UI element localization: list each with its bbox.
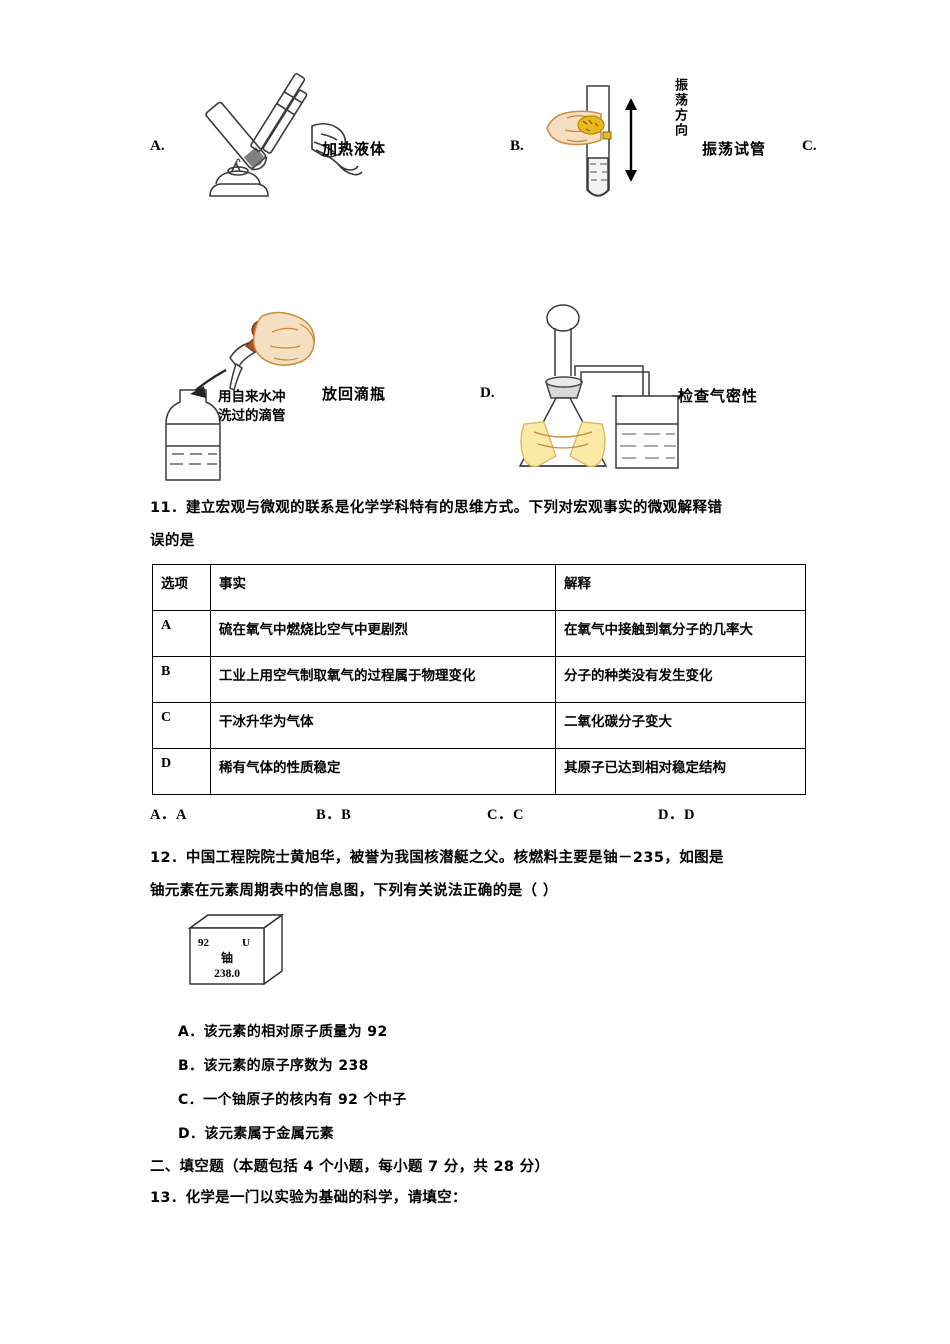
figure-option-d: D. bbox=[480, 290, 840, 480]
question-11-line2: 误的是 bbox=[150, 533, 195, 549]
figure-c-note-line1: 用自来水冲 bbox=[218, 389, 286, 405]
table-row: B 工业上用空气制取氧气的过程属于物理变化 分子的种类没有发生变化 bbox=[152, 656, 806, 703]
figure-c-caption: 放回滴瓶 bbox=[322, 385, 387, 403]
figure-option-a: A. bbox=[150, 60, 510, 240]
row-explanation-a: 在氧气中接触到氧分子的几率大 bbox=[555, 610, 806, 657]
question-12-line2: 铀元素在元素周期表中的信息图，下列有关说法正确的是（ ） bbox=[150, 883, 558, 899]
figure-c-note: 用自来水冲 洗过的滴管 bbox=[218, 388, 286, 426]
table-header-row: 选项 事实 解释 bbox=[152, 564, 806, 611]
question-11-line1: 11．建立宏观与微观的联系是化学学科特有的思维方式。下列对宏观事实的微观解释错 bbox=[150, 500, 723, 516]
row-fact-b: 工业上用空气制取氧气的过程属于物理变化 bbox=[210, 656, 556, 703]
figure-a-letter: A. bbox=[150, 138, 165, 154]
question-11-answers: A．A B．B C．C D．D bbox=[150, 803, 810, 825]
row-explanation-c: 二氧化碳分子变大 bbox=[555, 702, 806, 749]
row-fact-a: 硫在氧气中燃烧比空气中更剧烈 bbox=[210, 610, 556, 657]
uranium-element-box: 92 U 铀 238.0 bbox=[186, 912, 286, 998]
question-12-line1: 12．中国工程院院士黄旭华，被誉为我国核潜艇之父。核燃料主要是铀－235，如图是 bbox=[150, 850, 724, 866]
shaking-test-tube-icon bbox=[546, 85, 637, 197]
answer-choice-a[interactable]: A．A bbox=[150, 807, 187, 823]
table-row: D 稀有气体的性质稳定 其原子已达到相对稳定结构 bbox=[152, 748, 806, 795]
atomic-mass-text: 238.0 bbox=[214, 968, 240, 980]
question-11-text: 11．建立宏观与微观的联系是化学学科特有的思维方式。下列对宏观事实的微观解释错 … bbox=[150, 492, 820, 558]
alcohol-lamp-heating-liquid-icon bbox=[205, 73, 363, 197]
figure-b-vertical-caption: 振荡方向 bbox=[672, 78, 687, 138]
atomic-number-text: 92 bbox=[198, 937, 210, 949]
figure-b-caption: 振荡试管 bbox=[702, 140, 767, 158]
section-two-heading: 二、填空题（本题包括 4 个小题，每小题 7 分，共 28 分） bbox=[150, 1159, 550, 1175]
header-fact: 事实 bbox=[210, 564, 556, 611]
figure-d-caption: 检查气密性 bbox=[678, 387, 759, 405]
q12-choice-d[interactable]: D．该元素属于金属元素 bbox=[178, 1126, 335, 1142]
figure-option-c: 用自来水冲 洗过的滴管 放回滴瓶 bbox=[150, 290, 510, 481]
element-cube-icon: 92 U 铀 238.0 bbox=[187, 913, 285, 986]
figure-d-letter: D. bbox=[480, 385, 495, 401]
row-option-d: D bbox=[152, 748, 211, 795]
figure-option-b: B. bbox=[510, 60, 840, 240]
figure-a-caption: 加热液体 bbox=[322, 140, 387, 158]
figure-c-letter: C. bbox=[802, 138, 817, 154]
gas-tightness-check-icon bbox=[518, 304, 682, 469]
answer-choice-b[interactable]: B．B bbox=[316, 807, 352, 823]
q12-choice-a[interactable]: A．该元素的相对原子质量为 92 bbox=[178, 1024, 388, 1040]
table-row: C 干冰升华为气体 二氧化碳分子变大 bbox=[152, 702, 806, 749]
row-explanation-d: 其原子已达到相对稳定结构 bbox=[555, 748, 806, 795]
element-symbol-text: U bbox=[242, 937, 250, 949]
element-chinese-name-text: 铀 bbox=[221, 950, 233, 965]
q12-choice-c[interactable]: C．一个铀原子的核内有 92 个中子 bbox=[178, 1092, 407, 1108]
q12-choice-b[interactable]: B．该元素的原子序数为 238 bbox=[178, 1058, 369, 1074]
answer-choice-d[interactable]: D．D bbox=[658, 807, 695, 823]
table-row: A 硫在氧气中燃烧比空气中更剧烈 在氧气中接触到氧分子的几率大 bbox=[152, 610, 806, 657]
figure-b-letter: B. bbox=[510, 138, 524, 154]
row-option-b: B bbox=[152, 656, 211, 703]
question-12-text: 12．中国工程院院士黄旭华，被誉为我国核潜艇之父。核燃料主要是铀－235，如图是… bbox=[150, 842, 830, 908]
figure-c-note-line2: 洗过的滴管 bbox=[218, 408, 286, 424]
fact-explanation-table: 选项 事实 解释 A 硫在氧气中燃烧比空气中更剧烈 在氧气中接触到氧分子的几率大… bbox=[152, 564, 806, 795]
row-option-a: A bbox=[152, 610, 211, 657]
row-explanation-b: 分子的种类没有发生变化 bbox=[555, 656, 806, 703]
question-13-text: 13．化学是一门以实验为基础的科学，请填空： bbox=[150, 1190, 467, 1206]
header-explanation: 解释 bbox=[555, 564, 806, 611]
row-fact-c: 干冰升华为气体 bbox=[210, 702, 556, 749]
answer-choice-c[interactable]: C．C bbox=[487, 807, 524, 823]
header-option: 选项 bbox=[152, 564, 211, 611]
dropper-returned-to-bottle-icon bbox=[165, 311, 315, 481]
row-option-c: C bbox=[152, 702, 211, 749]
row-fact-d: 稀有气体的性质稳定 bbox=[210, 748, 556, 795]
